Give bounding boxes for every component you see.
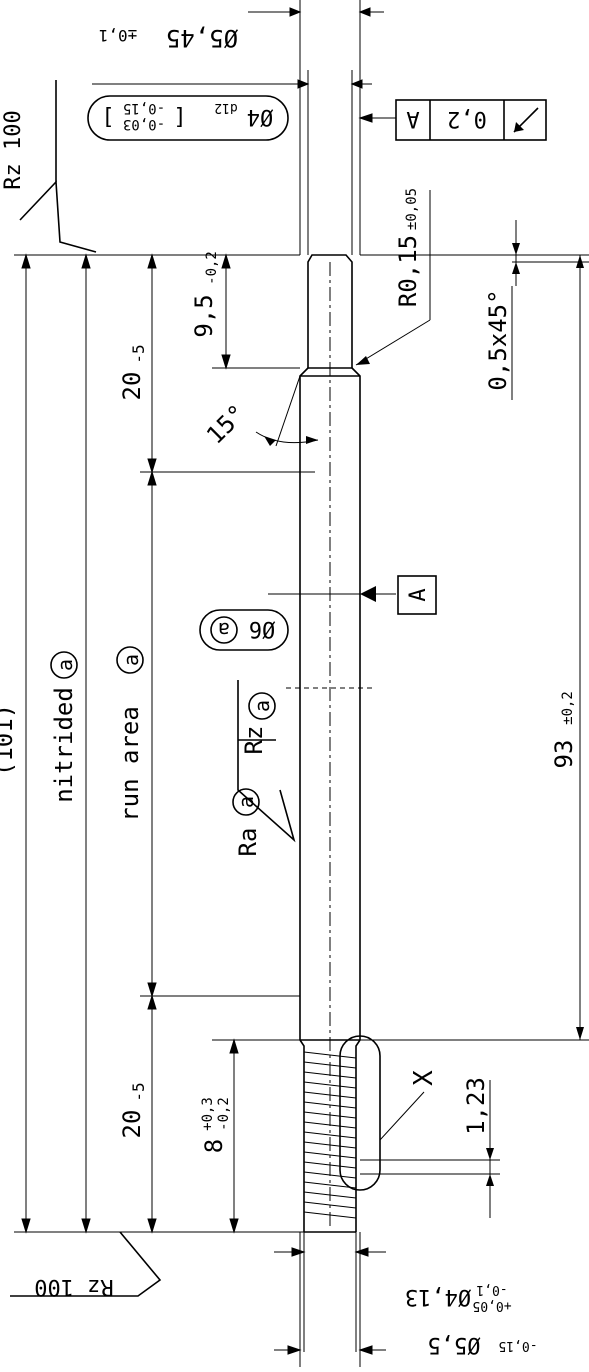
svg-text:Rz 100: Rz 100 [34,1274,113,1299]
svg-text:R0,15: R0,15 [394,235,422,307]
svg-text:±0,05: ±0,05 [404,188,420,230]
chamfer-callout: 0,5x45° [484,220,589,400]
svg-text:a: a [234,796,258,808]
svg-text:Ø5,5: Ø5,5 [428,1332,481,1357]
detail-x-callout: X [339,1035,439,1191]
top-diameter-lines [92,0,396,255]
svg-text:±0,2: ±0,2 [560,691,576,725]
runout-icon [513,107,539,133]
length-9-5-label: 9,5 -0,2 [190,251,220,338]
dia-4-13-label: Ø4,13 +0,05 -0,1 [405,1282,512,1313]
dia-4-fit: d12 [214,100,237,115]
length-93-callout: 93 ±0,2 [550,255,584,1040]
svg-text:1,23: 1,23 [462,1077,490,1135]
left-dimension-lines [21,253,239,1234]
note-a-text: a [53,659,77,671]
length-8-label: 8 +0,3 -0,2 [200,1097,232,1153]
rz-100-top: Rz 100 [1,80,97,253]
dia-4-tol-lower: -0,15 [123,100,165,116]
nitrided-label: nitrided a [50,651,78,803]
dia-6-callout: Ø6 a [199,609,289,651]
angle-text: 15° [201,399,251,449]
svg-text:-5: -5 [129,344,148,363]
dia-4-text: Ø4 [247,104,274,129]
runout-tolerance-frame: 0,2 A [395,99,547,141]
run-area-text: run area [116,706,144,822]
svg-text:8: 8 [200,1139,228,1153]
run-area-label: run area a [116,646,144,822]
overall-length-text: (101) [0,704,18,776]
bottom-diameter-lines [274,1232,386,1367]
svg-text:]: ] [101,104,114,129]
svg-text:a: a [218,618,230,642]
svg-text:-0,15: -0,15 [498,1338,537,1353]
length-20-bottom-label: 20 -5 [118,1082,148,1138]
dia-5-45-label: Ø5,45 ±0,1 [99,24,238,52]
svg-text:20: 20 [118,372,146,401]
dia-4-outline [87,95,289,141]
dia-5-45-tol: ±0,1 [99,26,138,45]
svg-text:Ra: Ra [234,828,262,857]
svg-text:9,5: 9,5 [190,294,218,337]
detail-x-text: X [409,1070,439,1086]
length-20-top-label: 20 -5 [118,344,148,400]
length-1-23-callout: 1,23 [360,1077,500,1218]
note-a-circle [50,651,78,679]
svg-text:[: [ [173,104,186,129]
svg-text:-0,1: -0,1 [476,1282,507,1297]
dia-5-5-label: Ø5,5 -0,15 [428,1332,538,1357]
thread-body [299,1039,361,1232]
svg-text:0,5x45°: 0,5x45° [484,289,512,390]
dia-4-callout: Ø4 d12 [ -0,03 -0,15 ] [87,95,289,141]
nitrided-text: nitrided [50,687,78,803]
frame-datum: A [406,106,419,131]
dia-5-45-text: Ø5,45 [166,24,238,52]
svg-text:+0,05: +0,05 [472,1298,511,1313]
svg-text:-0,2: -0,2 [204,251,220,285]
svg-text:a: a [250,700,274,712]
datum-a-text: A [406,588,431,601]
svg-text:Rz: Rz [240,726,268,755]
svg-text:Ø4,13: Ø4,13 [405,1284,471,1309]
surface-finish-symbol: Rz a Ra a [232,680,296,857]
svg-text:+0,3: +0,3 [200,1097,216,1131]
frame-box [395,99,547,141]
radius-callout: R0,15 ±0,05 [355,188,431,366]
shaft-outline [286,254,376,1233]
dia-4-tol-upper: -0,03 [123,116,165,132]
rz-100-bottom: Rz 100 [10,1231,162,1299]
svg-text:-0,2: -0,2 [216,1097,232,1131]
datum-a-callout: A [268,575,437,615]
svg-text:a: a [119,654,143,666]
svg-text:-5: -5 [129,1082,148,1101]
svg-text:Rz 100: Rz 100 [1,110,26,189]
svg-text:93: 93 [550,740,578,769]
reference-lines [14,254,589,1233]
svg-text:Ø6: Ø6 [249,616,276,641]
overall-length-label: (101) [0,704,18,776]
frame-value: 0,2 [447,106,487,131]
svg-text:20: 20 [118,1110,146,1139]
